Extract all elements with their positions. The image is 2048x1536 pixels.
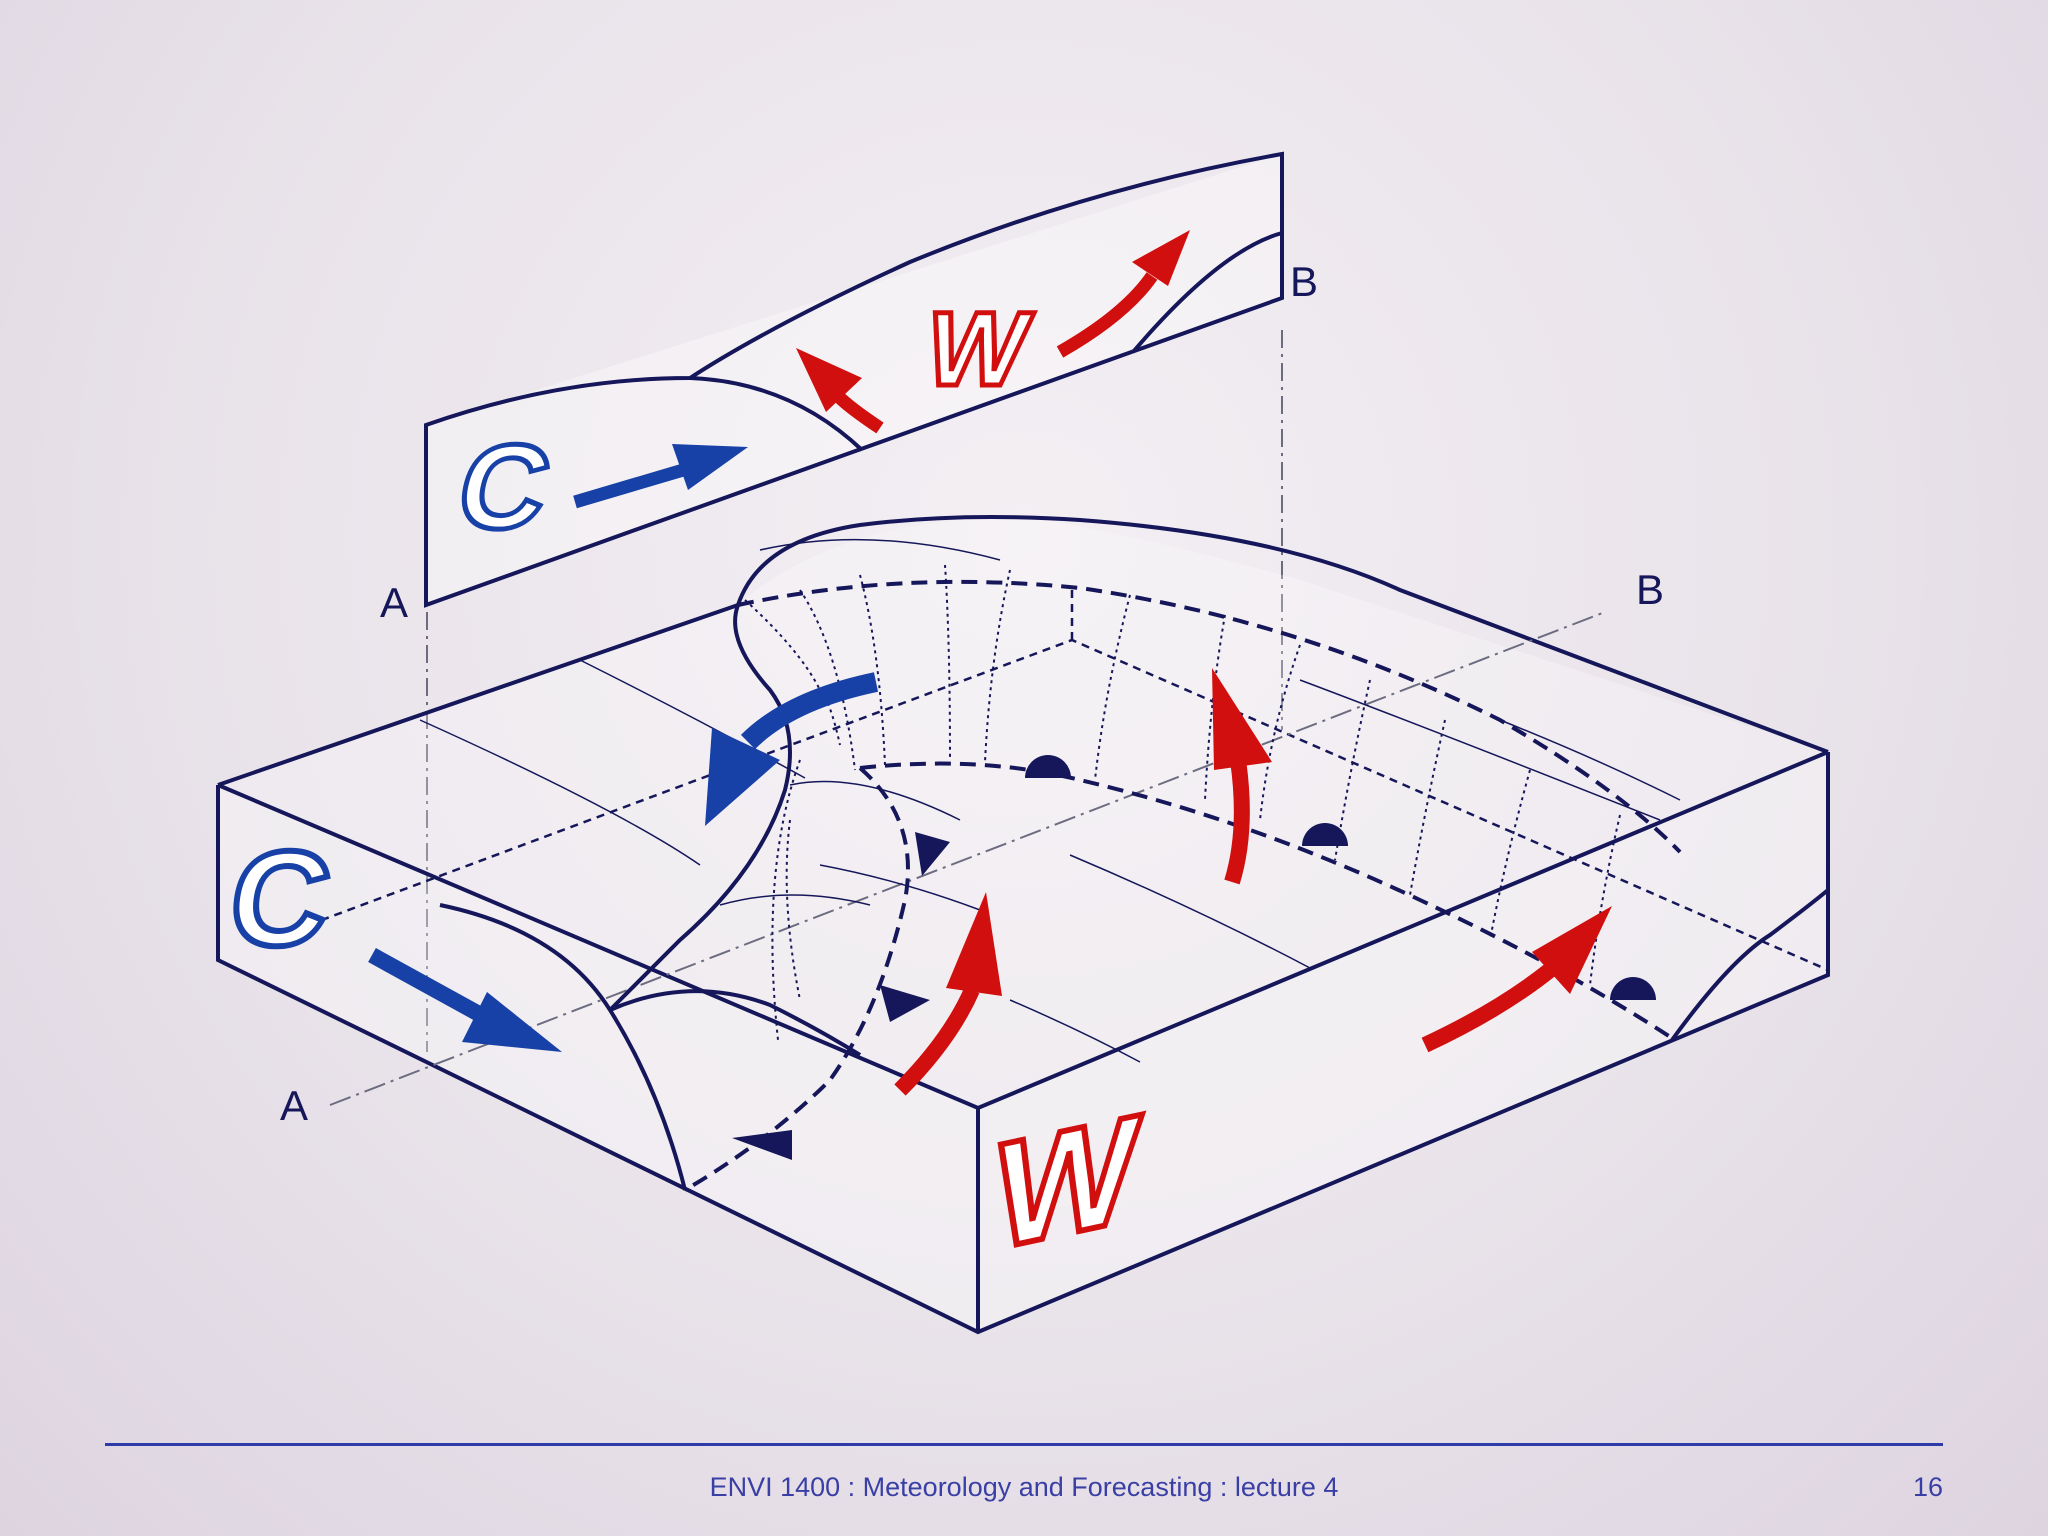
cold-air-arrowhead-descending xyxy=(705,728,780,826)
page-number: 16 xyxy=(1912,1472,1943,1502)
cold-front-surface xyxy=(608,604,792,1012)
warm-air-arrow-right xyxy=(1421,963,1555,1053)
warm-front-symbol xyxy=(1610,977,1656,1000)
cold-front-symbols xyxy=(732,832,950,1160)
cross-section-label-a: A xyxy=(380,579,408,626)
ground-section-line xyxy=(329,611,1606,1106)
block-diagram: C W A B xyxy=(216,514,1830,1335)
warm-air-arrowhead-right xyxy=(1532,906,1612,994)
warm-front-symbol xyxy=(1025,755,1071,778)
cross-section-label-b: B xyxy=(1290,258,1318,305)
cross-section-warm-front-surface xyxy=(1131,231,1283,354)
block-front-right-face xyxy=(978,752,1828,1332)
cold-air-arrow-surface xyxy=(368,947,494,1028)
footer-divider xyxy=(105,1443,1943,1446)
warm-air-arrowhead-left xyxy=(946,892,1002,996)
cross-section-frontal-surface xyxy=(689,376,864,452)
cross-section-warm-arrow-right xyxy=(1056,272,1158,358)
surface-contours xyxy=(419,538,1681,1063)
cold-front-symbol xyxy=(880,985,930,1022)
cross-section-cold-arrow xyxy=(573,461,692,509)
cross-section-warm-arrowhead-right xyxy=(1132,230,1190,286)
block-front-left-face xyxy=(218,785,978,1332)
cross-section-panel: C W A B xyxy=(380,151,1318,626)
warm-air-arrow-left xyxy=(894,986,980,1096)
cold-front-lower-curve xyxy=(609,989,862,1057)
ground-label-a: A xyxy=(280,1082,308,1129)
block-warm-letter: W xyxy=(987,1081,1146,1283)
cross-section-cold-arrowhead xyxy=(672,444,748,490)
cold-front-symbol xyxy=(732,1130,792,1160)
footer-course-title: ENVI 1400 : Meteorology and Forecasting … xyxy=(709,1472,1339,1502)
cross-section-border xyxy=(424,151,1284,608)
warm-front-symbols xyxy=(1025,755,1656,1000)
warm-air-arrowhead-center xyxy=(1212,668,1272,770)
warm-air-arrow-center xyxy=(1224,758,1250,885)
block-top-face xyxy=(218,517,1828,1108)
cold-air-arrowhead-surface xyxy=(462,992,562,1052)
cross-section-warm-arrowhead-left xyxy=(796,348,862,412)
warm-front-symbol xyxy=(1302,823,1348,846)
cold-front-symbol xyxy=(915,832,950,876)
block-hidden-edges xyxy=(294,590,1830,975)
right-face-warm-front xyxy=(1670,888,1830,1042)
ground-label-b: B xyxy=(1636,566,1664,613)
cold-air-arrow-descending xyxy=(740,672,879,750)
